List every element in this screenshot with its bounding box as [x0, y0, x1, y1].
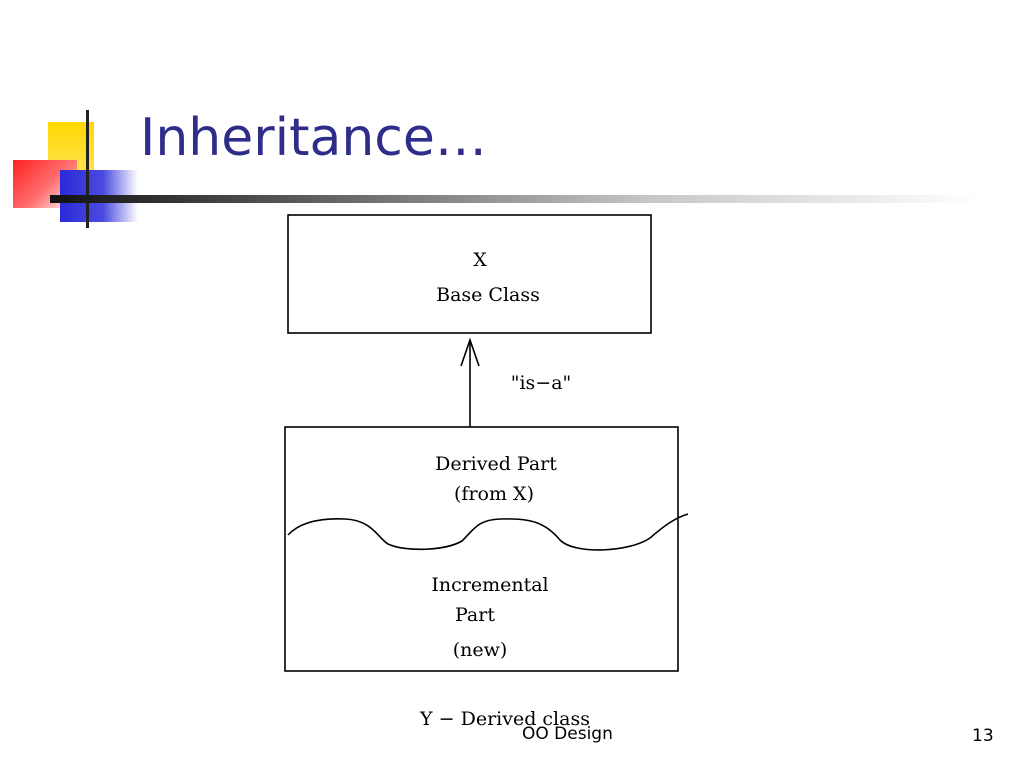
derived-part-source: (from X) [454, 483, 534, 505]
is-a-arrow-head [460, 337, 480, 367]
base-class-name: X [473, 249, 487, 271]
wavy-separator [287, 513, 689, 551]
derived-class-caption: Y − Derived class [419, 708, 590, 730]
base-class-box [287, 214, 652, 334]
derived-part-label: Derived Part [435, 453, 557, 475]
title-underline [50, 195, 980, 203]
incremental-part-new: (new) [453, 639, 508, 661]
is-a-label: "is−a" [511, 372, 572, 394]
decor-vertical-line [86, 110, 89, 228]
page-number: 13 [972, 726, 994, 746]
derived-class-box [284, 426, 679, 672]
base-class-label: Base Class [436, 284, 540, 306]
footer-title: OO Design [522, 724, 613, 744]
slide-title: Inheritance… [140, 108, 487, 168]
incremental-part-label: Incremental [431, 574, 548, 596]
incremental-part-label-2: Part [455, 604, 495, 626]
